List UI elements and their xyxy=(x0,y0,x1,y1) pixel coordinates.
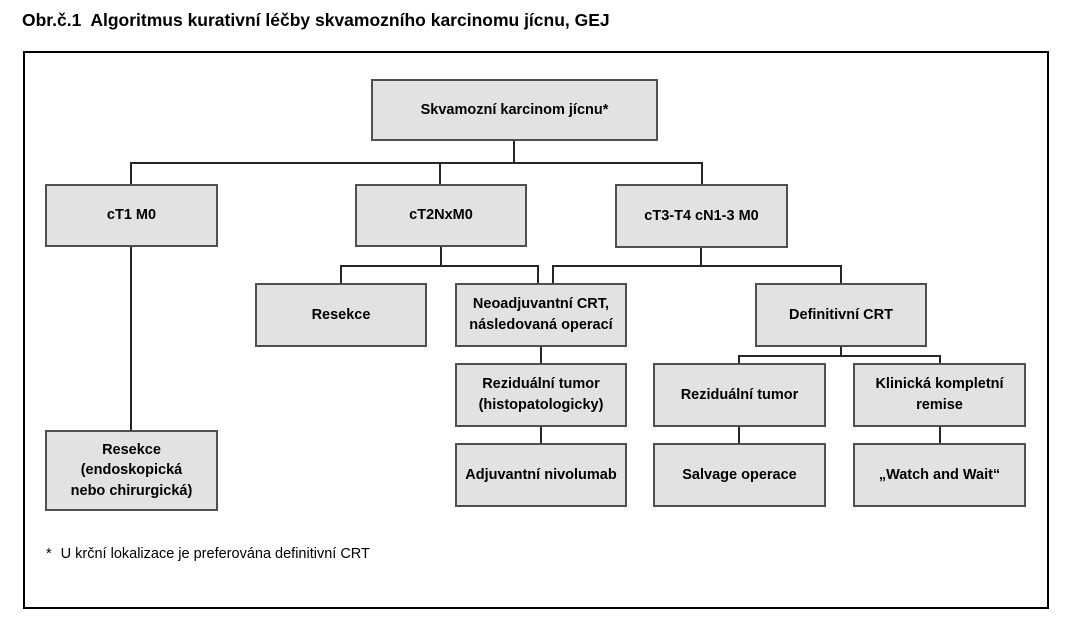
connector-ct2-bus xyxy=(340,265,539,267)
connector-root-stem xyxy=(513,140,515,164)
connector-resekce-top xyxy=(340,265,342,284)
connector-ct1-top xyxy=(130,162,132,185)
connector-ct34-top xyxy=(701,162,703,185)
node-ct3-t4-cn1-3-m0: cT3-T4 cN1-3 M0 xyxy=(615,184,788,248)
connector-reztumor-down xyxy=(738,426,740,444)
connector-defcrt-bus xyxy=(738,355,941,357)
connector-defcrt-stem xyxy=(840,346,842,357)
node-rezidualni-tumor: Reziduální tumor xyxy=(653,363,826,427)
connector-klinremise-down xyxy=(939,426,941,444)
figure-title: Obr.č.1 Algoritmus kurativní léčby skvamo… xyxy=(22,10,610,31)
node-adjuvantni-nivolumab: Adjuvantní nivolumab xyxy=(455,443,627,507)
connector-ct34-bus xyxy=(552,265,842,267)
connector-neoadj-left-top xyxy=(537,265,539,284)
connector-klinremise-top xyxy=(939,355,941,364)
connector-ct2-top xyxy=(439,162,441,185)
node-salvage-operace: Salvage operace xyxy=(653,443,826,507)
node-resekce: Resekce xyxy=(255,283,427,347)
node-resekce-endoskopicka-chirurgicka: Resekce (endoskopická nebo chirurgická) xyxy=(45,430,218,511)
connector-neoadj-right-top xyxy=(552,265,554,284)
footnote-asterisk: * xyxy=(46,546,52,562)
connector-reztumor-top xyxy=(738,355,740,364)
connector-row2-bus xyxy=(130,162,703,164)
footnote-text: U krční lokalizace je preferována defini… xyxy=(60,546,370,562)
node-watch-and-wait: „Watch and Wait“ xyxy=(853,443,1026,507)
node-skvamozni-karcinom-jicnu: Skvamozní karcinom jícnu* xyxy=(371,79,658,141)
figure-title-text: Algoritmus kurativní léčby skvamozního k… xyxy=(90,10,610,30)
node-ct2nxm0: cT2NxM0 xyxy=(355,184,527,247)
connector-rezhist-down xyxy=(540,426,542,444)
connector-ct2-stem xyxy=(440,246,442,267)
node-neoadjuvantni-crt: Neoadjuvantní CRT, následovaná operací xyxy=(455,283,627,347)
footnote: * U krční lokalizace je preferována defin… xyxy=(46,546,370,562)
node-rezidualni-tumor-histopatologicky: Reziduální tumor (histopatologicky) xyxy=(455,363,627,427)
node-ct1-m0: cT1 M0 xyxy=(45,184,218,247)
connector-neoadj-down xyxy=(540,346,542,364)
connector-ct34-stem xyxy=(700,247,702,267)
connector-defcrt-top xyxy=(840,265,842,284)
node-klinicka-kompletni-remise: Klinická kompletní remise xyxy=(853,363,1026,427)
node-definitivni-crt: Definitivní CRT xyxy=(755,283,927,347)
connector-ct1-down xyxy=(130,245,132,431)
figure-number: Obr.č.1 xyxy=(22,10,82,30)
